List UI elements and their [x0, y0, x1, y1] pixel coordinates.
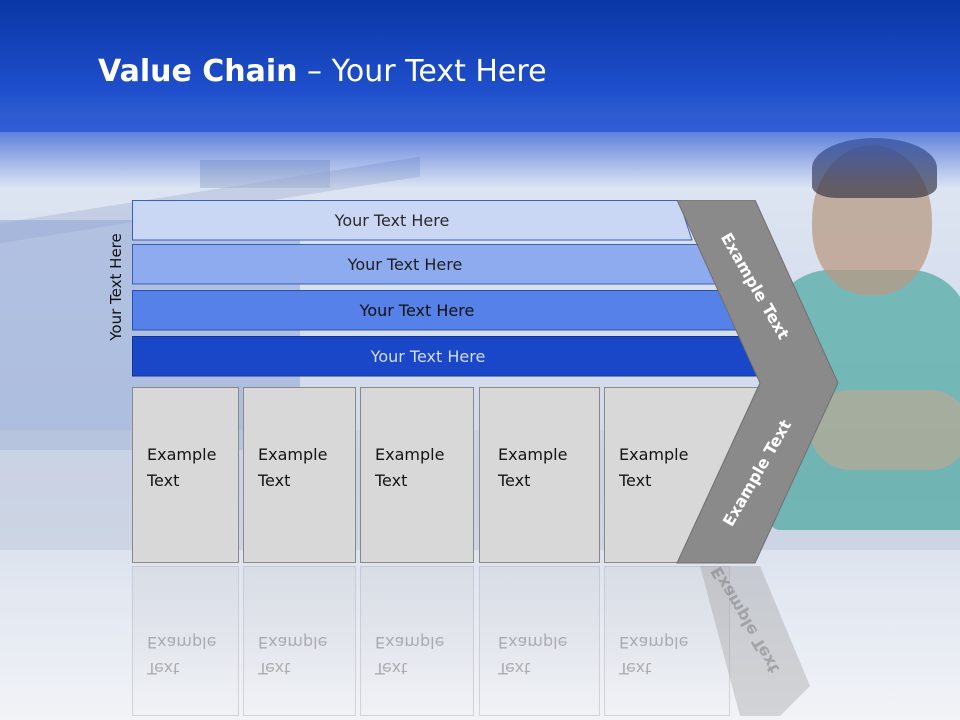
- header-fade: [0, 118, 960, 188]
- support-bar-1-label: Your Text Here: [334, 210, 450, 230]
- chevron-reflection: [700, 566, 810, 716]
- primary-column-2-line1: Example: [258, 445, 328, 464]
- header-band: [0, 0, 960, 132]
- support-bar-4: Your Text Here: [132, 336, 764, 376]
- slide-title-bold: Value Chain: [98, 54, 298, 89]
- support-bar-2: Your Text Here: [132, 244, 718, 284]
- slide-title: Value Chain – Your Text Here: [98, 54, 547, 89]
- background-person-arm: [810, 390, 960, 470]
- slide-title-rest: – Your Text Here: [297, 54, 547, 89]
- side-label: Your Text Here: [107, 233, 125, 341]
- support-bar-4-label: Your Text Here: [370, 346, 486, 366]
- primary-column-3-line1: Example: [375, 445, 445, 464]
- primary-column-4-line1: Example: [498, 445, 568, 464]
- primary-column-3-line2: Text: [375, 471, 408, 490]
- primary-column-5-line2: Text: [619, 471, 652, 490]
- primary-column-5-line1: Example: [619, 445, 689, 464]
- primary-column-1-line2: Text: [147, 471, 180, 490]
- support-bar-3-label: Your Text Here: [359, 300, 475, 320]
- primary-column-2-line2: Text: [258, 471, 291, 490]
- support-bar-1: Your Text Here: [132, 200, 692, 240]
- margin-chevron: [676, 200, 839, 564]
- primary-column-1-line1: Example: [147, 445, 217, 464]
- primary-column-4-line2: Text: [498, 471, 531, 490]
- support-bar-3: Your Text Here: [132, 290, 742, 330]
- background-floor: [0, 550, 960, 720]
- support-bar-2-label: Your Text Here: [347, 254, 463, 274]
